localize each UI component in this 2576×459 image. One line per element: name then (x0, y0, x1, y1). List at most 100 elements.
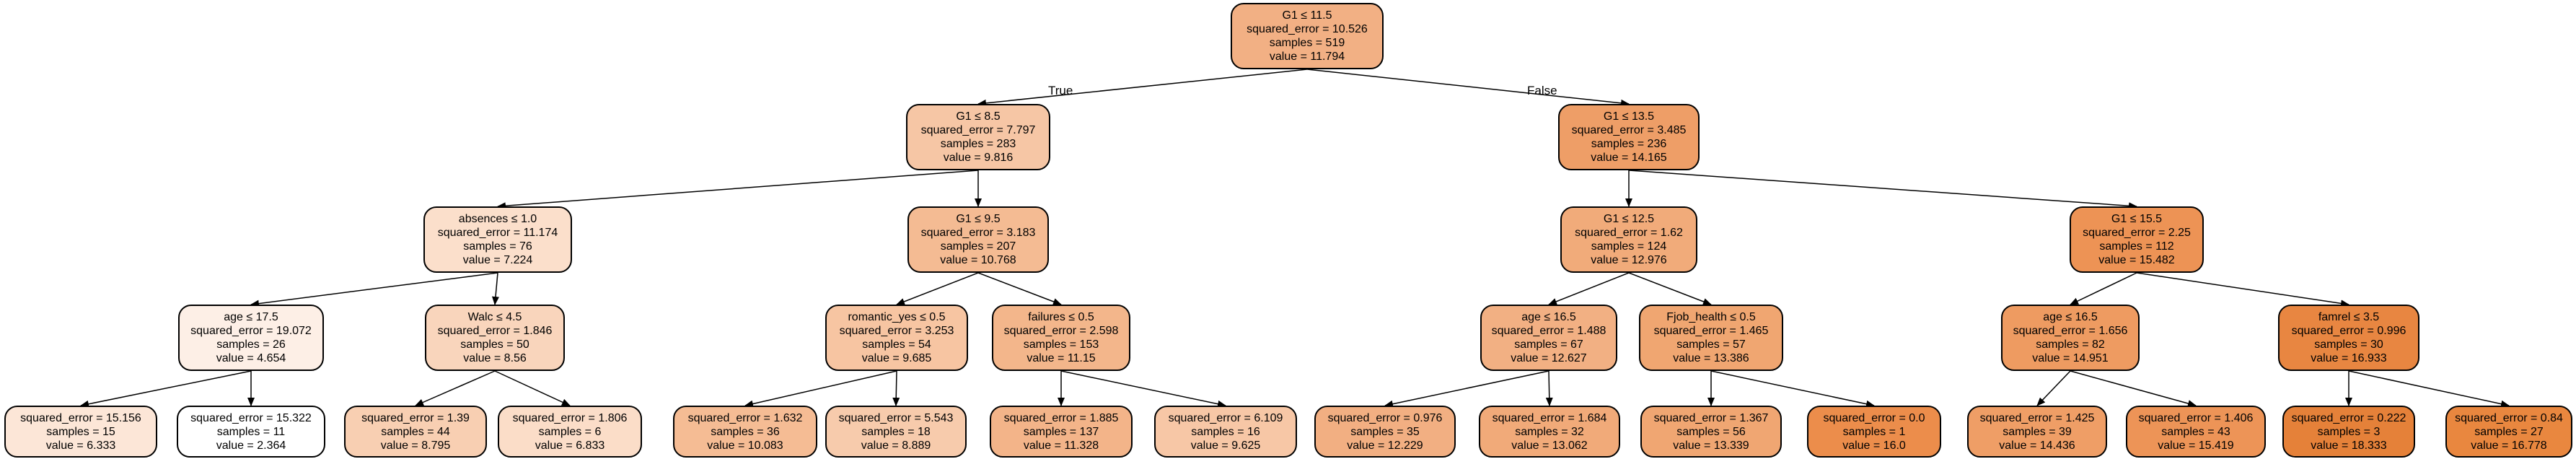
node-line: value = 2.364 (216, 439, 286, 452)
node-line: Walc ≤ 4.5 (467, 311, 522, 323)
node-line: samples = 11 (216, 425, 286, 438)
node-line: squared_error = 10.526 (1247, 23, 1368, 35)
node-line: samples = 1 (1842, 425, 1906, 438)
node-line: age ≤ 16.5 (2043, 311, 2098, 323)
node-line: value = 8.889 (861, 439, 931, 452)
node-line: samples = 57 (1676, 338, 1746, 351)
edge-n17-n21 (1628, 272, 1712, 305)
node-line: squared_error = 1.62 (1575, 227, 1683, 239)
node-line: samples = 519 (1269, 37, 1345, 49)
node-line: samples = 207 (940, 240, 1016, 253)
edge-n6-n8 (494, 370, 571, 406)
node-line: value = 16.778 (2471, 439, 2547, 452)
node-line: G1 ≤ 9.5 (956, 213, 1001, 225)
node-line: value = 12.627 (1511, 352, 1587, 364)
edge-n0-n16 (1306, 69, 1630, 107)
node-line: squared_error = 1.367 (1653, 411, 1769, 424)
node-line: value = 13.339 (1673, 439, 1749, 452)
node-line: G1 ≤ 15.5 (2111, 213, 2163, 225)
edge-n17-n18 (1548, 272, 1630, 305)
edge-label-true: True (1048, 84, 1073, 97)
node-line: G1 ≤ 13.5 (1603, 110, 1655, 123)
node-line: value = 7.224 (462, 254, 533, 266)
node-line: samples = 27 (2474, 425, 2544, 438)
node-line: samples = 82 (2036, 338, 2105, 351)
edge-n16-n24 (1628, 170, 2137, 210)
node-line: samples = 6 (538, 425, 602, 438)
edge-n9-n10 (896, 272, 979, 305)
node-line: samples = 56 (1676, 425, 1746, 438)
node-line: samples = 15 (46, 425, 115, 438)
node-line: samples = 67 (1514, 338, 1583, 351)
node-line: squared_error = 1.684 (1492, 411, 1607, 424)
node-line: G1 ≤ 8.5 (956, 110, 1001, 123)
node-line: value = 12.976 (1591, 254, 1667, 266)
edge-n10-n12 (892, 370, 900, 406)
edge-n1-n2 (497, 170, 979, 210)
node-line: value = 12.229 (1347, 439, 1423, 452)
node-line: absences ≤ 1.0 (458, 213, 537, 225)
node-line: value = 14.165 (1591, 152, 1667, 164)
node-line: samples = 76 (463, 240, 532, 253)
node-line: squared_error = 19.072 (190, 325, 312, 337)
node-line: value = 11.794 (1269, 51, 1345, 63)
node-line: squared_error = 15.322 (190, 411, 312, 424)
node-line: squared_error = 0.0 (1823, 411, 1925, 424)
node-line: squared_error = 11.174 (437, 227, 558, 239)
node-line: squared_error = 3.183 (920, 227, 1036, 239)
node-line: romantic_yes ≤ 0.5 (848, 311, 946, 323)
node-line: value = 9.816 (943, 152, 1014, 164)
edge-n0-n1 (977, 69, 1308, 107)
edge-n25-n27 (2070, 370, 2197, 407)
node-line: value = 10.768 (940, 254, 1016, 266)
node-line: value = 18.333 (2311, 439, 2387, 452)
edge-n9-n13 (977, 272, 1062, 305)
node-line: squared_error = 7.797 (920, 124, 1036, 136)
node-line: samples = 112 (2099, 240, 2174, 253)
node-line: squared_error = 1.406 (2138, 411, 2254, 424)
edge-n21-n23 (1710, 370, 1875, 408)
node-line: samples = 30 (2314, 338, 2383, 351)
node-line: squared_error = 0.996 (2291, 325, 2406, 337)
node-line: squared_error = 1.656 (2013, 325, 2128, 337)
node-line: squared_error = 3.253 (839, 325, 954, 337)
node-line: value = 11.15 (1027, 352, 1096, 364)
node-line: value = 16.933 (2311, 352, 2387, 364)
node-line: squared_error = 1.632 (687, 411, 803, 424)
node-line: samples = 35 (1350, 425, 1420, 438)
node-line: squared_error = 1.885 (1003, 411, 1119, 424)
node-line: value = 4.654 (216, 352, 286, 364)
node-line: squared_error = 2.25 (2083, 227, 2191, 239)
node-line: squared_error = 15.156 (20, 411, 141, 424)
node-line: value = 8.56 (463, 352, 527, 364)
node-line: value = 13.062 (1511, 439, 1588, 452)
node-line: samples = 26 (216, 338, 286, 351)
node-line: samples = 43 (2161, 425, 2230, 438)
node-line: samples = 50 (460, 338, 529, 351)
node-line: value = 11.328 (1023, 439, 1099, 452)
node-line: G1 ≤ 11.5 (1282, 9, 1332, 22)
node-line: value = 15.419 (2158, 439, 2234, 452)
node-line: value = 15.482 (2098, 254, 2175, 266)
edge-n2-n6 (492, 272, 499, 305)
node-line: samples = 44 (381, 425, 450, 438)
